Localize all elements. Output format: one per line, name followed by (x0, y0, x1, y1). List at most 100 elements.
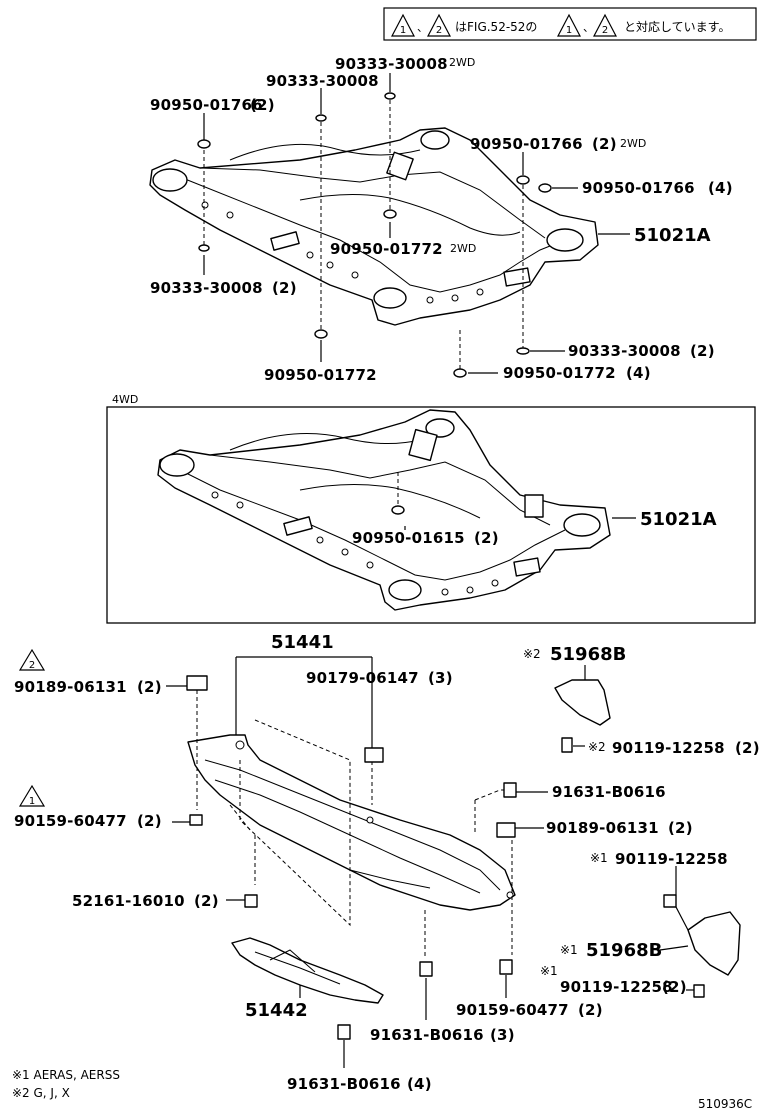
label-90950-01772: 90950-01772 (264, 366, 377, 384)
header-text-b: と対応しています。 (624, 20, 730, 34)
label-91631-b0616-4: 91631-B0616 (287, 1075, 401, 1093)
svg-text:(3): (3) (490, 1026, 515, 1044)
svg-text:(4): (4) (626, 364, 651, 382)
triangle-mark-icon (18, 648, 46, 671)
svg-text:(2): (2) (578, 1001, 603, 1019)
bolt-icon (503, 782, 517, 798)
svg-text:1: 1 (29, 796, 35, 807)
bolt-icon (663, 894, 677, 908)
rivet-icon (499, 959, 513, 975)
svg-text:(3): (3) (428, 669, 453, 687)
svg-text:※2: ※2 (588, 740, 606, 754)
label-90119-12258-1b: 90119-12258 (560, 978, 673, 996)
label-91631-b0616: 91631-B0616 (552, 783, 666, 801)
footnote-2: ※2 G, J, X (12, 1086, 70, 1100)
label-90189-06131-b: 90189-06131 (546, 819, 659, 837)
label-91631-b0616-3: 91631-B0616 (370, 1026, 484, 1044)
label-90950-01772-2wd: 90950-01772 (330, 240, 443, 258)
labels-undercover: 51441 2 90189-06131 (2) 90179-06147 (3) … (14, 632, 760, 1093)
header-mark2: 2 (436, 25, 442, 36)
svg-text:※1: ※1 (590, 851, 608, 865)
svg-text:2WD: 2WD (620, 137, 646, 150)
triangle-mark-icon (593, 13, 617, 37)
label-90950-01772-4: 90950-01772 (503, 364, 616, 382)
label-90189-06131-a: 90189-06131 (14, 678, 127, 696)
label-90159-60477-a: 90159-60477 (14, 812, 127, 830)
bolt-icon (419, 961, 433, 977)
triangle-mark-icon (427, 13, 451, 37)
grommet-icon (391, 505, 405, 515)
clip-icon (186, 675, 208, 691)
svg-text:2: 2 (602, 25, 608, 36)
clip-icon (244, 894, 258, 908)
svg-text:、: 、 (417, 21, 428, 34)
callouts-2wd (197, 73, 630, 378)
figure-id: 510936C (698, 1097, 752, 1111)
crossmember-2wd-drawing (149, 127, 599, 326)
bracket-51968b-2 (554, 679, 611, 726)
grommet-icon (314, 329, 328, 339)
svg-text:(2): (2) (592, 135, 617, 153)
clip-icon (364, 747, 384, 763)
header-text-a: はFIG.52-52の (455, 20, 537, 34)
frame-4wd-box: 4WD 90950-01615 (2) 51021A (106, 393, 756, 624)
svg-text:(4): (4) (407, 1075, 432, 1093)
undercover-drawing (187, 679, 741, 1004)
bracket-51968b-1 (687, 911, 741, 976)
svg-text:2: 2 (29, 660, 35, 671)
fasteners (166, 656, 705, 1068)
svg-text:※1: ※1 (560, 943, 578, 957)
clip-icon (496, 822, 516, 838)
grommet-icon (383, 209, 397, 219)
triangle-mark-icon (557, 13, 581, 37)
triangle-mark-icon (18, 784, 46, 807)
footnotes: ※1 AERAS, AERSS ※2 G, J, X (12, 1068, 120, 1100)
label-51021a-4wd: 51021A (640, 509, 717, 530)
svg-text:、: 、 (583, 21, 594, 34)
label-90333-30008-2b: 90333-30008 (568, 342, 681, 360)
label-51021a: 51021A (634, 225, 711, 246)
rivet-icon (189, 814, 203, 826)
svg-text:2WD: 2WD (450, 242, 476, 255)
bolt-icon (337, 1024, 351, 1040)
svg-text:(2): (2) (250, 96, 275, 114)
labels-2wd: 90333-30008 2WD 90333-30008 90950-01766 … (150, 55, 733, 384)
label-51441: 51441 (271, 632, 334, 653)
label-90333-30008: 90333-30008 (266, 72, 379, 90)
grommet-icon (516, 175, 530, 185)
label-51968b-2: 51968B (550, 644, 626, 665)
svg-text:2WD: 2WD (449, 56, 475, 69)
svg-text:※2: ※2 (523, 647, 541, 661)
footnote-1: ※1 AERAS, AERSS (12, 1068, 120, 1082)
svg-text:(2): (2) (137, 812, 162, 830)
label-51442: 51442 (245, 1000, 308, 1021)
bolt-icon (693, 984, 705, 998)
svg-text:(2): (2) (690, 342, 715, 360)
label-90950-01766-2wd: 90950-01766 (470, 135, 583, 153)
label-90179-06147: 90179-06147 (306, 669, 419, 687)
label-90333-30008-2: 90333-30008 (150, 279, 263, 297)
svg-text:(2): (2) (272, 279, 297, 297)
label-52161-16010: 52161-16010 (72, 892, 185, 910)
svg-text:(4): (4) (708, 179, 733, 197)
header-mark1: 1 (400, 25, 406, 36)
label-4wd: 4WD (112, 393, 138, 406)
svg-text:(2): (2) (668, 819, 693, 837)
svg-text:(2): (2) (137, 678, 162, 696)
svg-text:(2): (2) (735, 739, 760, 757)
label-90159-60477-b: 90159-60477 (456, 1001, 569, 1019)
label-90119-12258-2: 90119-12258 (612, 739, 725, 757)
svg-text:※1: ※1 (540, 964, 558, 978)
label-90119-12258-1a: 90119-12258 (615, 850, 728, 868)
svg-text:1: 1 (566, 25, 572, 36)
svg-text:(2): (2) (474, 529, 499, 547)
label-90950-01615: 90950-01615 (352, 529, 465, 547)
header-note: 1 、 2 はFIG.52-52の 1 、 2 と対応しています。 (383, 7, 757, 41)
label-90950-01766-4: 90950-01766 (582, 179, 695, 197)
label-90333-30008-2wd: 90333-30008 (335, 55, 448, 73)
grommet-icon (197, 139, 211, 149)
svg-text:(2): (2) (194, 892, 219, 910)
grommet-icon (538, 183, 552, 193)
svg-text:(2): (2) (662, 978, 687, 996)
